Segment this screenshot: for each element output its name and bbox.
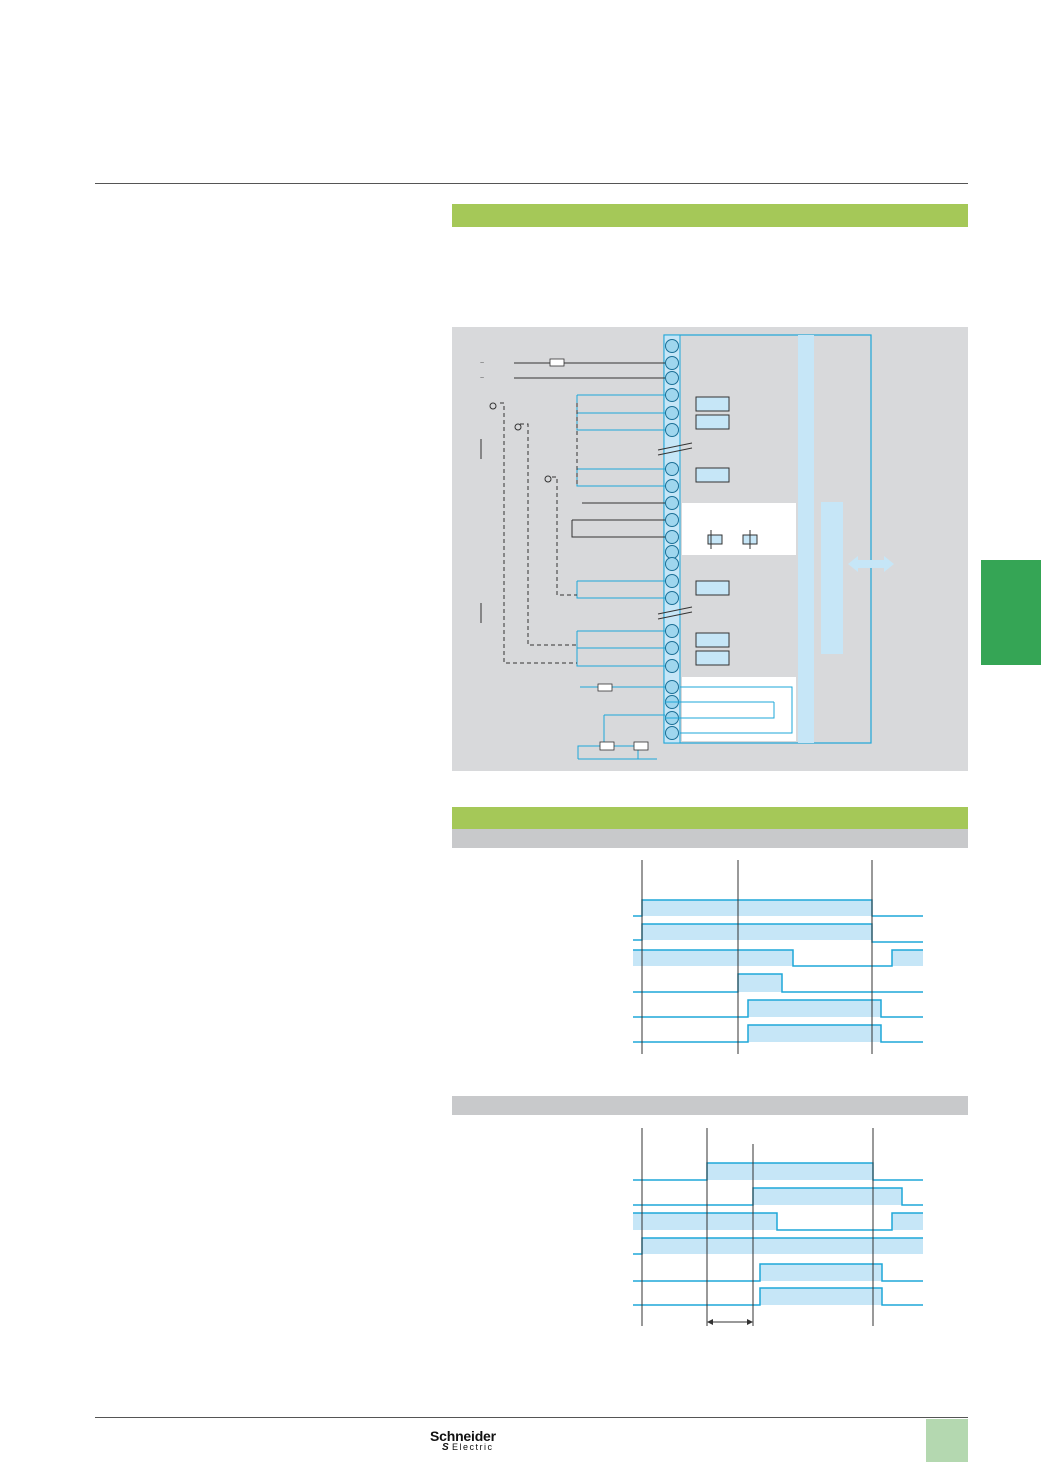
terminal-17 — [665, 641, 679, 655]
terminal-13 — [665, 557, 679, 571]
terminal-8 — [665, 479, 679, 493]
logo-brand: Schneider — [430, 1428, 496, 1444]
terminal-14 — [665, 574, 679, 588]
section-band-timing — [452, 807, 968, 829]
section-band-wiring — [452, 204, 968, 227]
terminal-3 — [665, 371, 679, 385]
terminal-10 — [665, 513, 679, 527]
footer-rule — [95, 1417, 968, 1418]
terminal-18 — [665, 659, 679, 673]
terminal-19 — [665, 680, 679, 694]
terminal-6 — [665, 423, 679, 437]
terminal-11 — [665, 530, 679, 544]
terminal-9 — [665, 496, 679, 510]
terminal-15 — [665, 591, 679, 605]
header-rule — [95, 183, 968, 184]
wiring-diagram: ~ ~ — [452, 327, 968, 771]
terminal-2 — [665, 356, 679, 370]
terminal-5 — [665, 406, 679, 420]
terminal-4 — [665, 388, 679, 402]
timing-chart-1 — [633, 860, 923, 1054]
timing-chart-2 — [633, 1128, 923, 1326]
terminal-7 — [665, 462, 679, 476]
terminal-12 — [665, 545, 679, 559]
supply-label-1: ~ — [480, 360, 484, 367]
page-number-tab — [926, 1419, 968, 1462]
terminal-16 — [665, 624, 679, 638]
supply-label-2: ~ — [480, 375, 484, 382]
terminal-1 — [665, 339, 679, 353]
sub-band-2 — [452, 1096, 968, 1115]
logo-mark: S — [442, 1442, 449, 1453]
schneider-electric-logo: Schneider S Electric — [430, 1428, 520, 1458]
logo-sub: Electric — [452, 1442, 494, 1452]
sub-band-1 — [452, 829, 968, 848]
chapter-side-tab[interactable] — [981, 560, 1041, 665]
terminal-22 — [665, 726, 679, 740]
